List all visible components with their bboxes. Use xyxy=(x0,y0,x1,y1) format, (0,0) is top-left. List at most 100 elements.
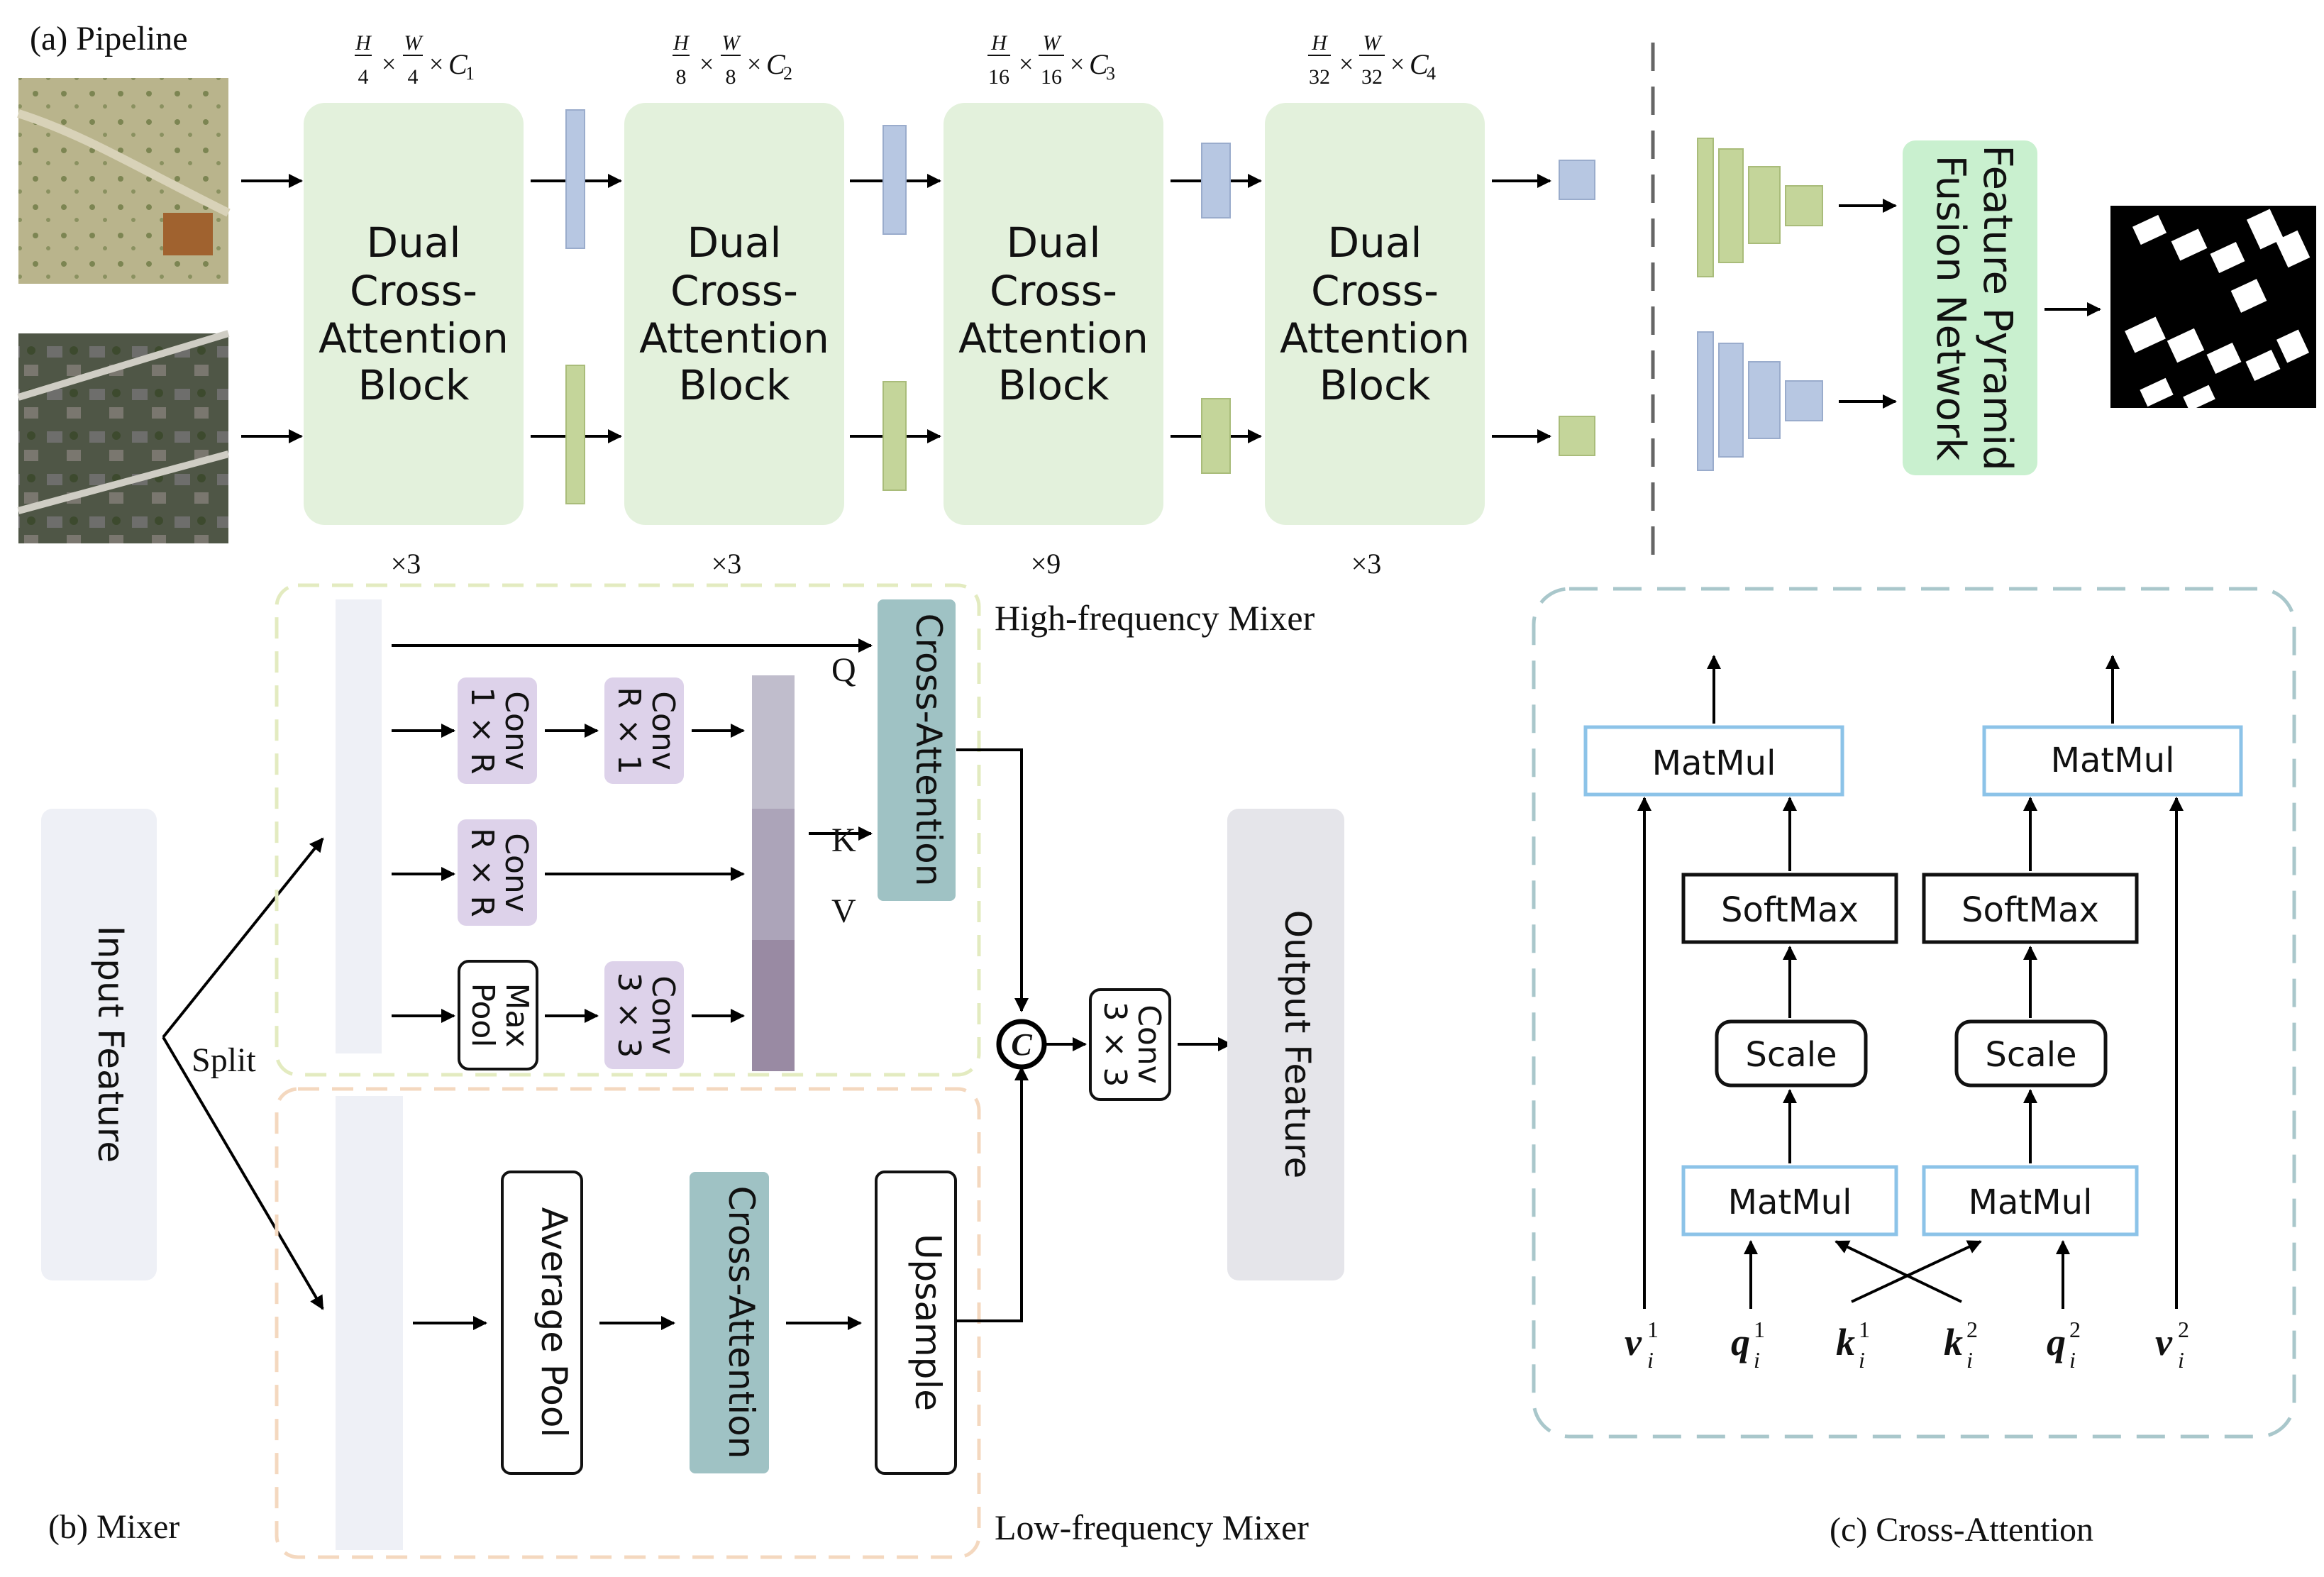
svg-text:16: 16 xyxy=(988,65,1009,89)
output-feature-label: Output Feature xyxy=(1277,910,1318,1179)
svg-text:C: C xyxy=(1410,48,1429,80)
high-frequency-label: High-frequency Mixer xyxy=(995,598,1315,638)
svg-text:×: × xyxy=(1390,50,1405,78)
block-4-line2: Cross- xyxy=(1311,267,1439,315)
matmul-bottom-right-label: MatMul xyxy=(1969,1183,2093,1222)
svg-text:×: × xyxy=(382,50,396,78)
svg-text:×: × xyxy=(747,50,761,78)
svg-text:H: H xyxy=(673,31,690,55)
low-frequency-region xyxy=(275,1087,981,1559)
stage-4-repeat: ×3 xyxy=(1351,548,1382,580)
conv-rx1-box xyxy=(604,677,684,784)
cross-attention-high-label: Cross-Attention xyxy=(908,614,949,887)
stage-3: H 16 × W 16 × C 3 Dual Cross- Attention … xyxy=(944,31,1262,580)
scale-left xyxy=(1715,1019,1868,1088)
fpn-label-line1: Feature Pyramid xyxy=(1974,145,2020,470)
feature-map-blue-1 xyxy=(565,109,585,249)
cross-attention-caption: (c) Cross-Attention xyxy=(1830,1511,2093,1549)
dual-cross-attention-block-3 xyxy=(944,103,1163,525)
softmax-right-label: SoftMax xyxy=(1961,890,2099,930)
svg-text:v: v xyxy=(1625,1321,1642,1363)
conv-3x3-line1: Conv xyxy=(645,975,681,1055)
input-feature-box xyxy=(41,809,157,1280)
svg-text:C: C xyxy=(1089,48,1109,80)
input-image-top xyxy=(17,78,231,284)
block-1-line1: Dual xyxy=(366,218,460,267)
dual-cross-attention-block-4 xyxy=(1265,103,1485,525)
svg-text:1: 1 xyxy=(1754,1317,1765,1342)
scale-right xyxy=(1954,1019,2108,1088)
conv-3x3-line2: 3 × 3 xyxy=(611,973,647,1058)
cross-attention-region xyxy=(1532,587,2296,1439)
feature-map-green-2 xyxy=(882,381,907,491)
block-4-line1: Dual xyxy=(1327,218,1422,267)
cross-attention-low-box xyxy=(690,1172,769,1473)
mixer-section: Input Feature Split High-frequency Mixer… xyxy=(41,583,1344,1559)
svg-text:W: W xyxy=(1043,31,1063,55)
feature-map-green-3 xyxy=(1201,398,1231,474)
block-4-line3: Attention xyxy=(1280,314,1470,363)
block-1-line4: Block xyxy=(358,361,470,409)
cross-attention-section: MatMul SoftMax Scale MatMul MatMul SoftM… xyxy=(1532,587,2296,1549)
conv-rx1-line2: R × 1 xyxy=(611,687,647,774)
svg-text:×: × xyxy=(429,50,443,78)
svg-text:q: q xyxy=(1731,1321,1750,1363)
svg-text:2: 2 xyxy=(783,63,792,84)
matmul-top-right-label: MatMul xyxy=(2051,741,2175,780)
stage-4-dims: H 32 × W 32 × C 4 xyxy=(1308,31,1436,89)
svg-text:k: k xyxy=(1836,1321,1855,1363)
svg-text:2: 2 xyxy=(2178,1317,2189,1342)
matmul-bottom-right xyxy=(1922,1165,2139,1236)
svg-text:H: H xyxy=(990,31,1008,55)
block-2-line4: Block xyxy=(679,361,790,409)
svg-text:4: 4 xyxy=(408,65,419,89)
k-label: K xyxy=(831,821,856,859)
max-pool-line2: Pool xyxy=(465,983,501,1047)
svg-text:×: × xyxy=(1019,50,1033,78)
input-k1: k 1 i xyxy=(1836,1317,1870,1373)
dual-cross-attention-block-2 xyxy=(624,103,844,525)
low-input-column xyxy=(336,1096,403,1550)
block-2-line1: Dual xyxy=(687,218,781,267)
input-v2: v 2 i xyxy=(2155,1317,2189,1373)
split-label: Split xyxy=(192,1041,256,1079)
block-3-line4: Block xyxy=(998,361,1110,409)
svg-text:3: 3 xyxy=(1106,63,1115,84)
matmul-bottom-left xyxy=(1681,1165,1898,1236)
matmul-top-right xyxy=(1982,725,2243,797)
svg-text:×: × xyxy=(1070,50,1084,78)
scale-left-label: Scale xyxy=(1745,1035,1837,1075)
svg-text:v: v xyxy=(2155,1321,2173,1363)
svg-text:W: W xyxy=(722,31,742,55)
input-feature-label: Input Feature xyxy=(90,926,131,1163)
cross-attention-high-box xyxy=(878,599,956,901)
block-3-line3: Attention xyxy=(958,314,1149,363)
stage-3-repeat: ×9 xyxy=(1031,548,1061,580)
svg-text:32: 32 xyxy=(1309,65,1330,89)
max-pool-box xyxy=(458,960,538,1070)
upsample-label: Upsample xyxy=(907,1234,948,1411)
average-pool-label: Average Pool xyxy=(533,1207,575,1438)
svg-text:1: 1 xyxy=(465,63,475,84)
svg-text:2: 2 xyxy=(1966,1317,1978,1342)
input-k2: k 2 i xyxy=(1944,1317,1978,1373)
feature-map-blue-2 xyxy=(882,125,907,235)
stage-1-repeat: ×3 xyxy=(391,548,421,580)
input-q2: q 2 i xyxy=(2047,1317,2081,1373)
cross-attention-low-label: Cross-Attention xyxy=(721,1186,762,1459)
v-label: V xyxy=(831,892,856,930)
stage-1-dims: H 4 × W 4 × C 1 xyxy=(355,31,475,89)
conv-1xr-line2: 1 × R xyxy=(464,687,500,774)
svg-text:C: C xyxy=(1011,1027,1032,1062)
matmul-top-left-label: MatMul xyxy=(1652,743,1776,783)
feature-map-green-1 xyxy=(565,365,585,504)
high-input-column xyxy=(336,599,382,1053)
feature-map-blue-4 xyxy=(1559,160,1595,200)
pipeline-caption: (a) Pipeline xyxy=(30,20,188,57)
input-v1: v 1 i xyxy=(1625,1317,1659,1373)
input-q1: q 1 i xyxy=(1731,1317,1765,1373)
input-image-bottom xyxy=(17,330,230,543)
block-3-line2: Cross- xyxy=(990,267,1117,315)
svg-text:i: i xyxy=(1754,1347,1760,1373)
